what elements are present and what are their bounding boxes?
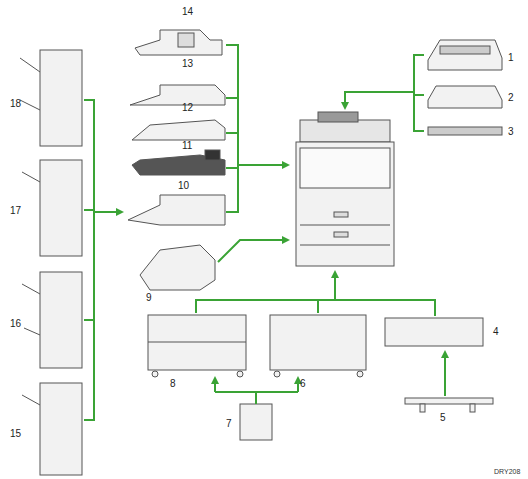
callout-number: 11 xyxy=(182,140,192,152)
callout-number: 18 xyxy=(10,98,21,110)
callout-number: 9 xyxy=(146,292,152,304)
callout-number: 8 xyxy=(170,378,176,390)
callout-number: 10 xyxy=(178,180,189,192)
callout-number: 1 xyxy=(508,52,514,64)
figure-code: DRY208 xyxy=(494,466,520,478)
callout-number: 13 xyxy=(182,58,193,70)
callout-number: 7 xyxy=(226,418,232,430)
callout-number: 3 xyxy=(508,126,514,138)
callout-number: 14 xyxy=(182,6,193,18)
callout-number: 17 xyxy=(10,205,21,217)
callout-number: 2 xyxy=(508,92,514,104)
callout-number: 12 xyxy=(182,102,193,114)
callout-number: 4 xyxy=(493,326,499,338)
callout-number: 6 xyxy=(300,378,306,390)
callout-number: 15 xyxy=(10,428,21,440)
callout-number: 5 xyxy=(440,412,446,424)
callout-number: 16 xyxy=(10,318,21,330)
